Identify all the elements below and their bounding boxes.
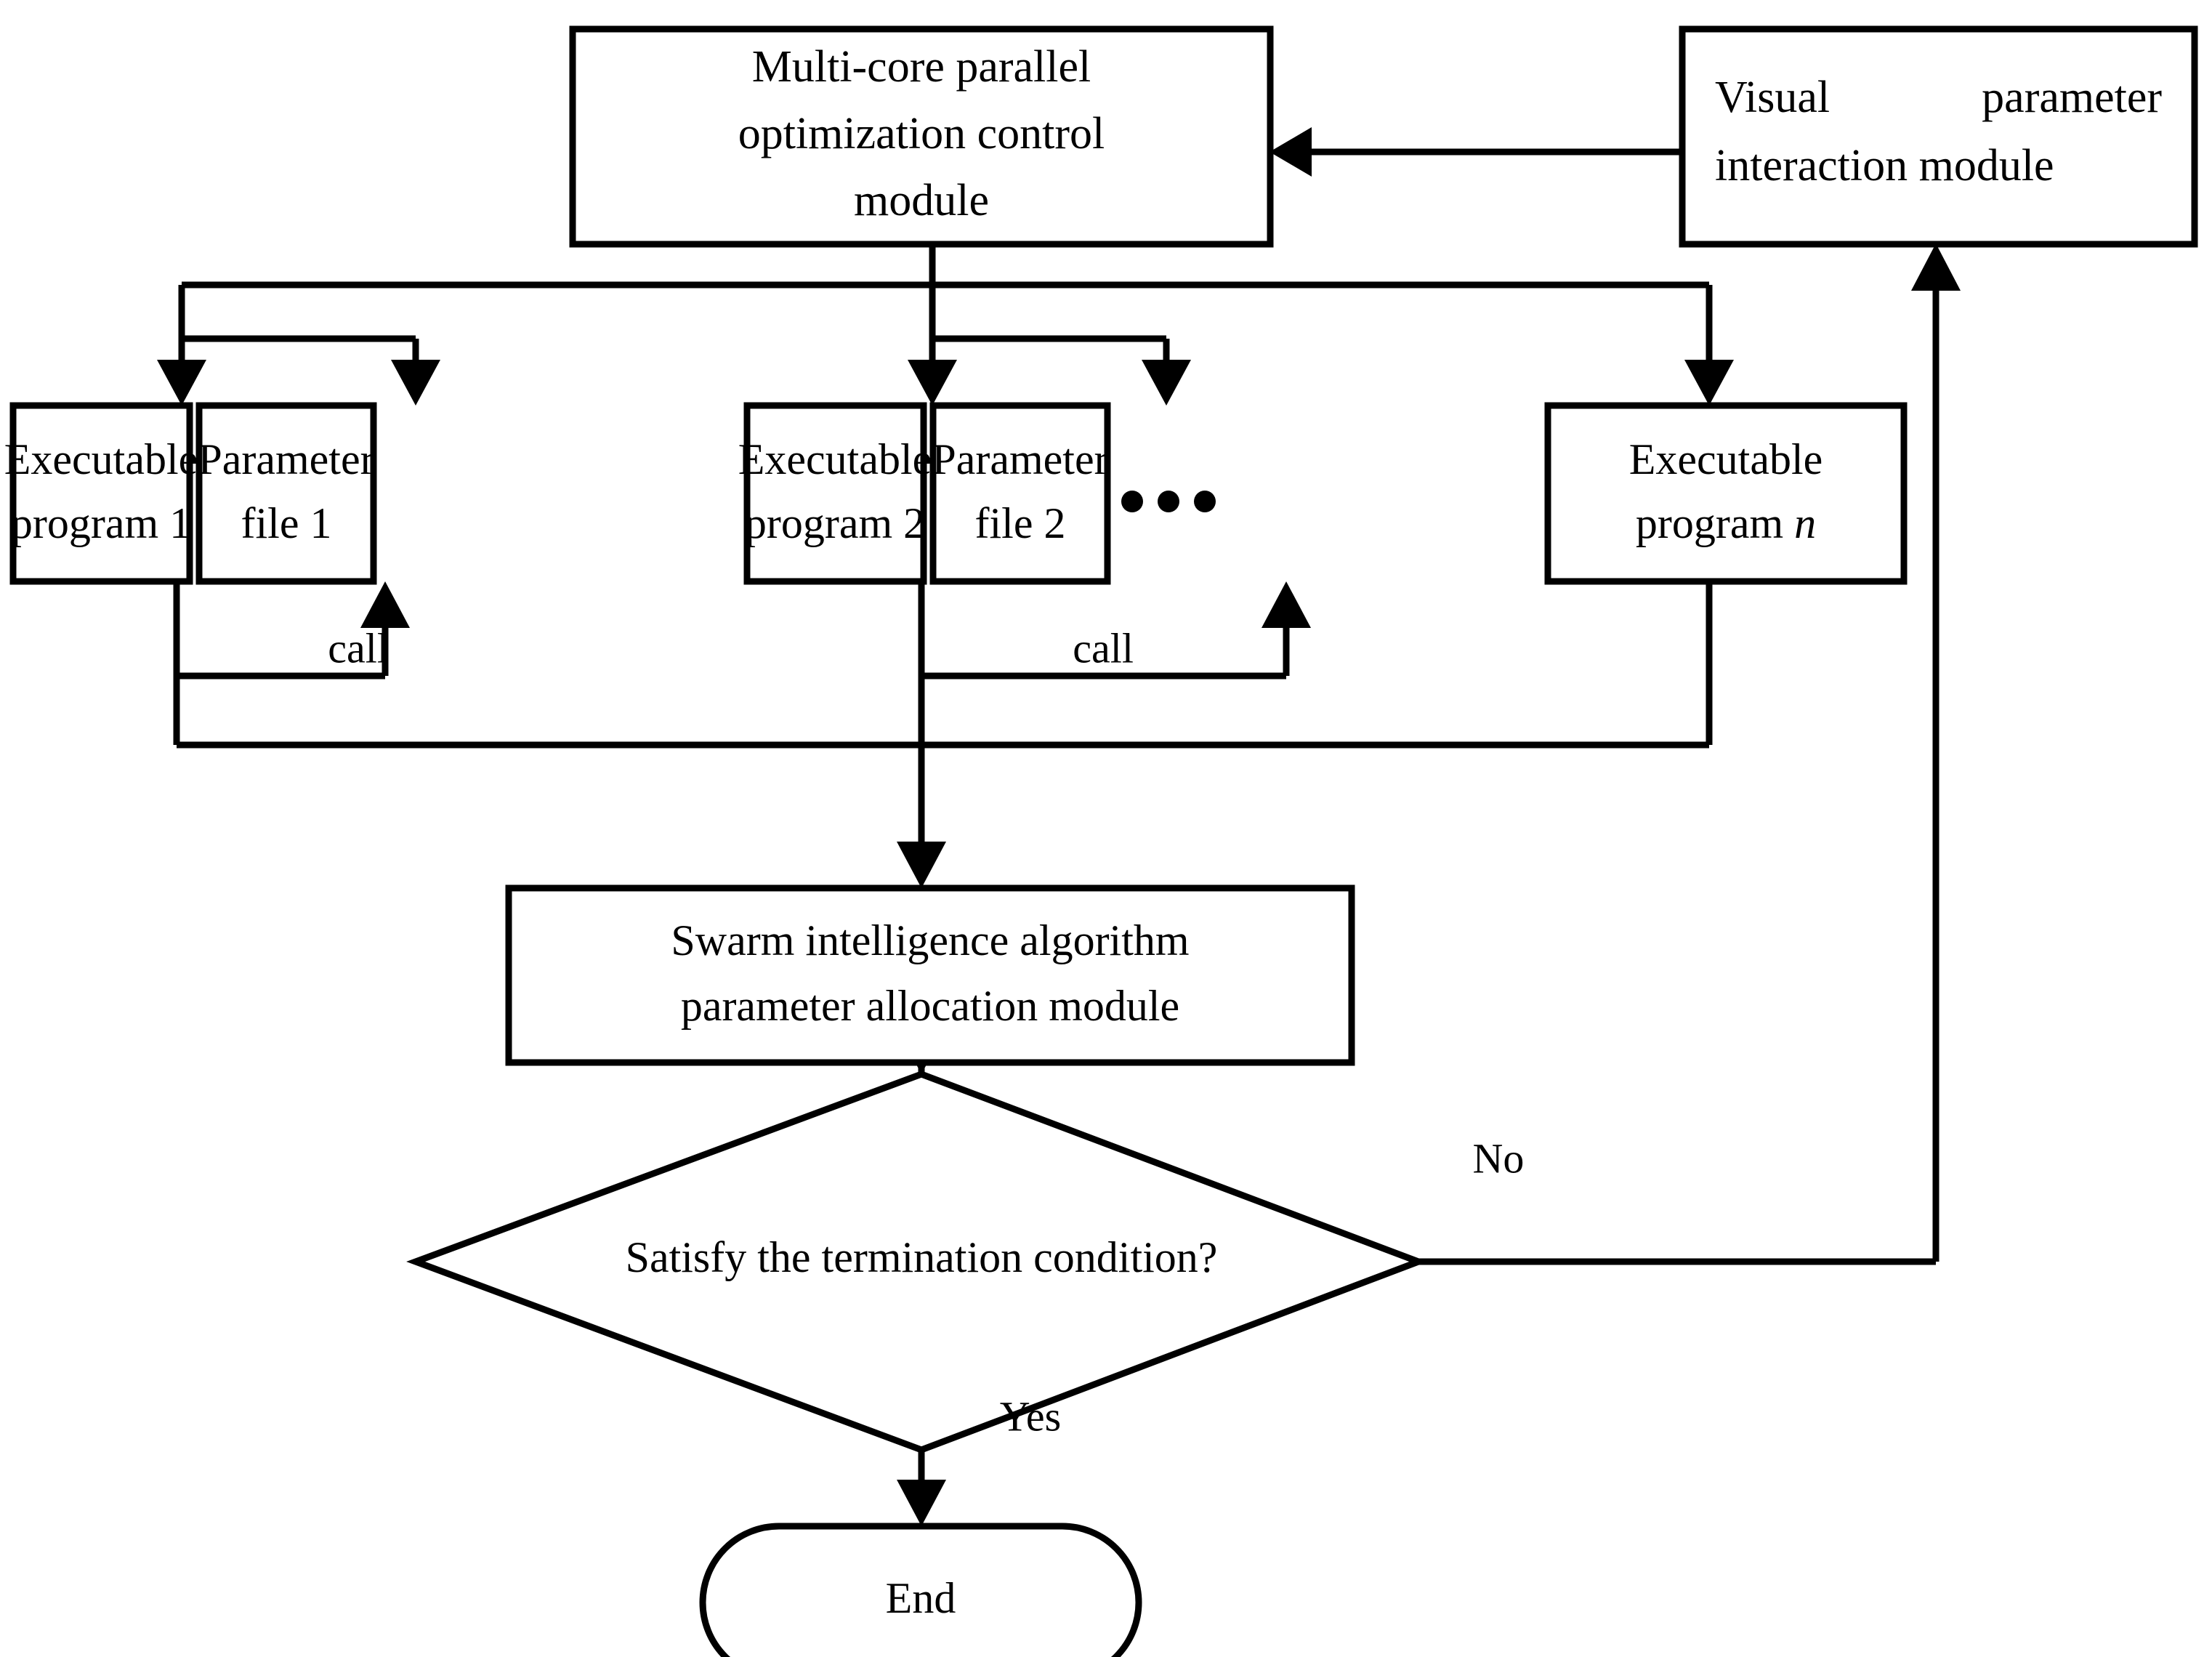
edge-control-to-bus (178, 243, 1713, 371)
exec-program-n-index: n (1794, 499, 1816, 547)
node-exec-program-1[interactable]: Executable program 1 (4, 402, 198, 585)
param-file-2-line-1: Parameter (932, 435, 1108, 483)
edge-label-call-1: call (328, 624, 389, 672)
node-param-file-2[interactable]: Parameter file 2 (929, 402, 1111, 585)
exec-program-n-prefix: program (1636, 499, 1794, 547)
decision-label: Satisfy the termination condition? (626, 1233, 1218, 1281)
node-param-file-1[interactable]: Parameter file 1 (195, 402, 377, 585)
arrowheads-into-row (157, 360, 1734, 406)
node-swarm-module[interactable]: Swarm intelligence algorithm parameter a… (505, 884, 1355, 1066)
ellipsis-icon (1121, 491, 1216, 512)
edge-call-2 (918, 581, 1311, 745)
param-file-2-line-2: file 2 (975, 499, 1066, 547)
swarm-module-line-1: Swarm intelligence algorithm (671, 916, 1189, 964)
edge-label-call-2: call (1073, 624, 1134, 672)
edge-label-yes: Yes (1000, 1392, 1061, 1440)
param-file-1-line-1: Parameter (198, 435, 374, 483)
node-visual-module[interactable]: Visual parameter interaction module (1679, 25, 2198, 248)
end-label: End (886, 1574, 956, 1622)
edge-no-feedback (1418, 243, 1961, 1265)
edge-label-no: No (1473, 1134, 1525, 1182)
swarm-module-line-2: parameter allocation module (681, 982, 1179, 1030)
exec-program-n-line-2: program n (1636, 499, 1816, 547)
node-exec-program-2[interactable]: Executable program 2 (738, 402, 932, 585)
visual-module-line-1-left: Visual (1715, 73, 1830, 122)
exec-program-n-line-1: Executable (1629, 435, 1823, 483)
exec-program-2-line-1: Executable (738, 435, 932, 483)
edge-visual-to-control (1270, 127, 1682, 177)
node-control-module[interactable]: Multi-core parallel optimization control… (569, 25, 1274, 248)
node-end[interactable]: End (699, 1523, 1142, 1657)
exec-program-2-line-2: program 2 (745, 499, 925, 547)
visual-module-line-2: interaction module (1715, 141, 2054, 190)
param-file-1-line-2: file 1 (241, 499, 332, 547)
control-module-line-1: Multi-core parallel (752, 42, 1091, 92)
edge-row-collection-bus (177, 581, 1713, 888)
exec-program-1-line-2: program 1 (11, 499, 191, 547)
visual-module-line-1-right: parameter (1982, 73, 2162, 122)
edge-call-1 (173, 581, 410, 745)
node-exec-program-n[interactable]: Executable program n (1544, 402, 1908, 585)
node-decision[interactable]: Satisfy the termination condition? (406, 1071, 1428, 1454)
control-module-line-3: module (854, 176, 989, 225)
control-module-line-2: optimization control (738, 109, 1105, 158)
exec-program-1-line-1: Executable (4, 435, 198, 483)
